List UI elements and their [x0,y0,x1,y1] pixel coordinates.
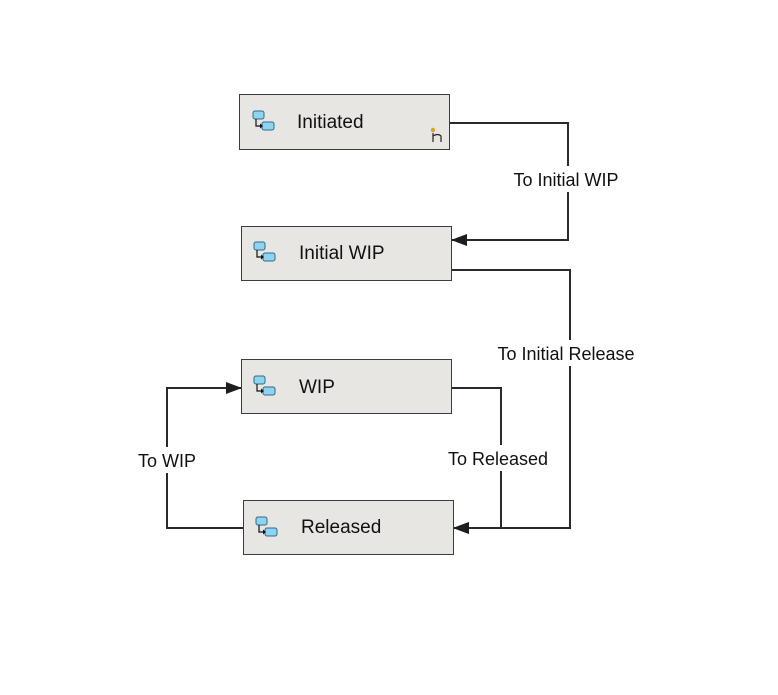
state-initiated-box[interactable] [239,94,450,150]
state-initiated[interactable]: Initiated [239,94,450,150]
state-released-label: Released [301,517,381,538]
state-wip-label: WIP [299,377,335,398]
transition-to-wip[interactable]: To WIP [130,382,243,529]
state-released-box[interactable] [243,500,454,555]
state-initial-wip-box[interactable] [241,226,452,281]
state-released[interactable]: Released [243,500,454,555]
transition-to-released-label-bg [440,445,558,471]
transition-to-released[interactable]: To Released [440,387,558,534]
transition-to-wip-label-bg [130,447,204,473]
state-initiated-label: Initiated [297,112,364,133]
transition-to-initial-wip-label[interactable]: To Initial WIP [513,170,618,190]
state-wip[interactable]: WIP [241,359,452,414]
transition-to-initial-release-line[interactable] [451,269,571,534]
transition-to-initial-wip-label-bg [503,166,633,192]
state-wip-box[interactable] [241,359,452,414]
transition-to-initial-wip[interactable]: To Initial WIP [449,122,633,246]
start-state-icon [430,127,442,142]
transition-to-wip-label[interactable]: To WIP [138,451,196,471]
transition-to-released-label[interactable]: To Released [448,449,548,469]
transition-to-initial-release-label-bg [486,340,646,366]
transition-to-initial-release[interactable]: To Initial Release [451,269,646,534]
transition-to-initial-release-label[interactable]: To Initial Release [497,344,634,364]
state-initial-wip-label: Initial WIP [299,243,385,264]
state-initial-wip[interactable]: Initial WIP [241,226,452,281]
